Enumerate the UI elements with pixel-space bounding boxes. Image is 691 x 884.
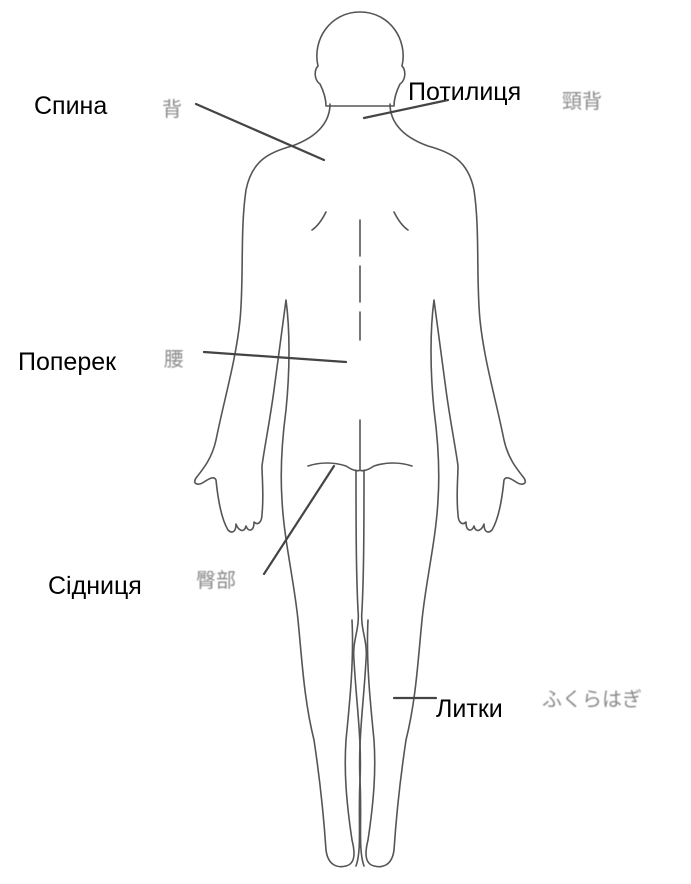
label-buttocks-jp: 臀部 (196, 570, 236, 590)
right-body-outline (366, 104, 525, 867)
label-calves: Литки (436, 697, 503, 722)
label-lower-back: Поперек (18, 350, 116, 375)
left-body-outline (195, 104, 354, 867)
leader-buttocks (264, 466, 334, 574)
label-nape-jp: 頸背 (562, 91, 602, 111)
right-scapula (394, 212, 408, 230)
label-lower-back-jp: 腰 (164, 349, 184, 369)
label-back: Спина (34, 94, 107, 119)
label-calves-jp: ふくらはぎ (542, 689, 642, 709)
head-outline (315, 12, 405, 106)
label-back-jp: 背 (162, 99, 182, 119)
left-scapula (312, 212, 326, 230)
label-buttocks: Сідниця (48, 574, 142, 599)
leader-lower-back (204, 352, 346, 362)
leader-back (196, 104, 324, 160)
label-nape: Потилиця (408, 80, 521, 105)
inner-leg-left (354, 470, 361, 866)
inner-leg-right (360, 470, 367, 866)
